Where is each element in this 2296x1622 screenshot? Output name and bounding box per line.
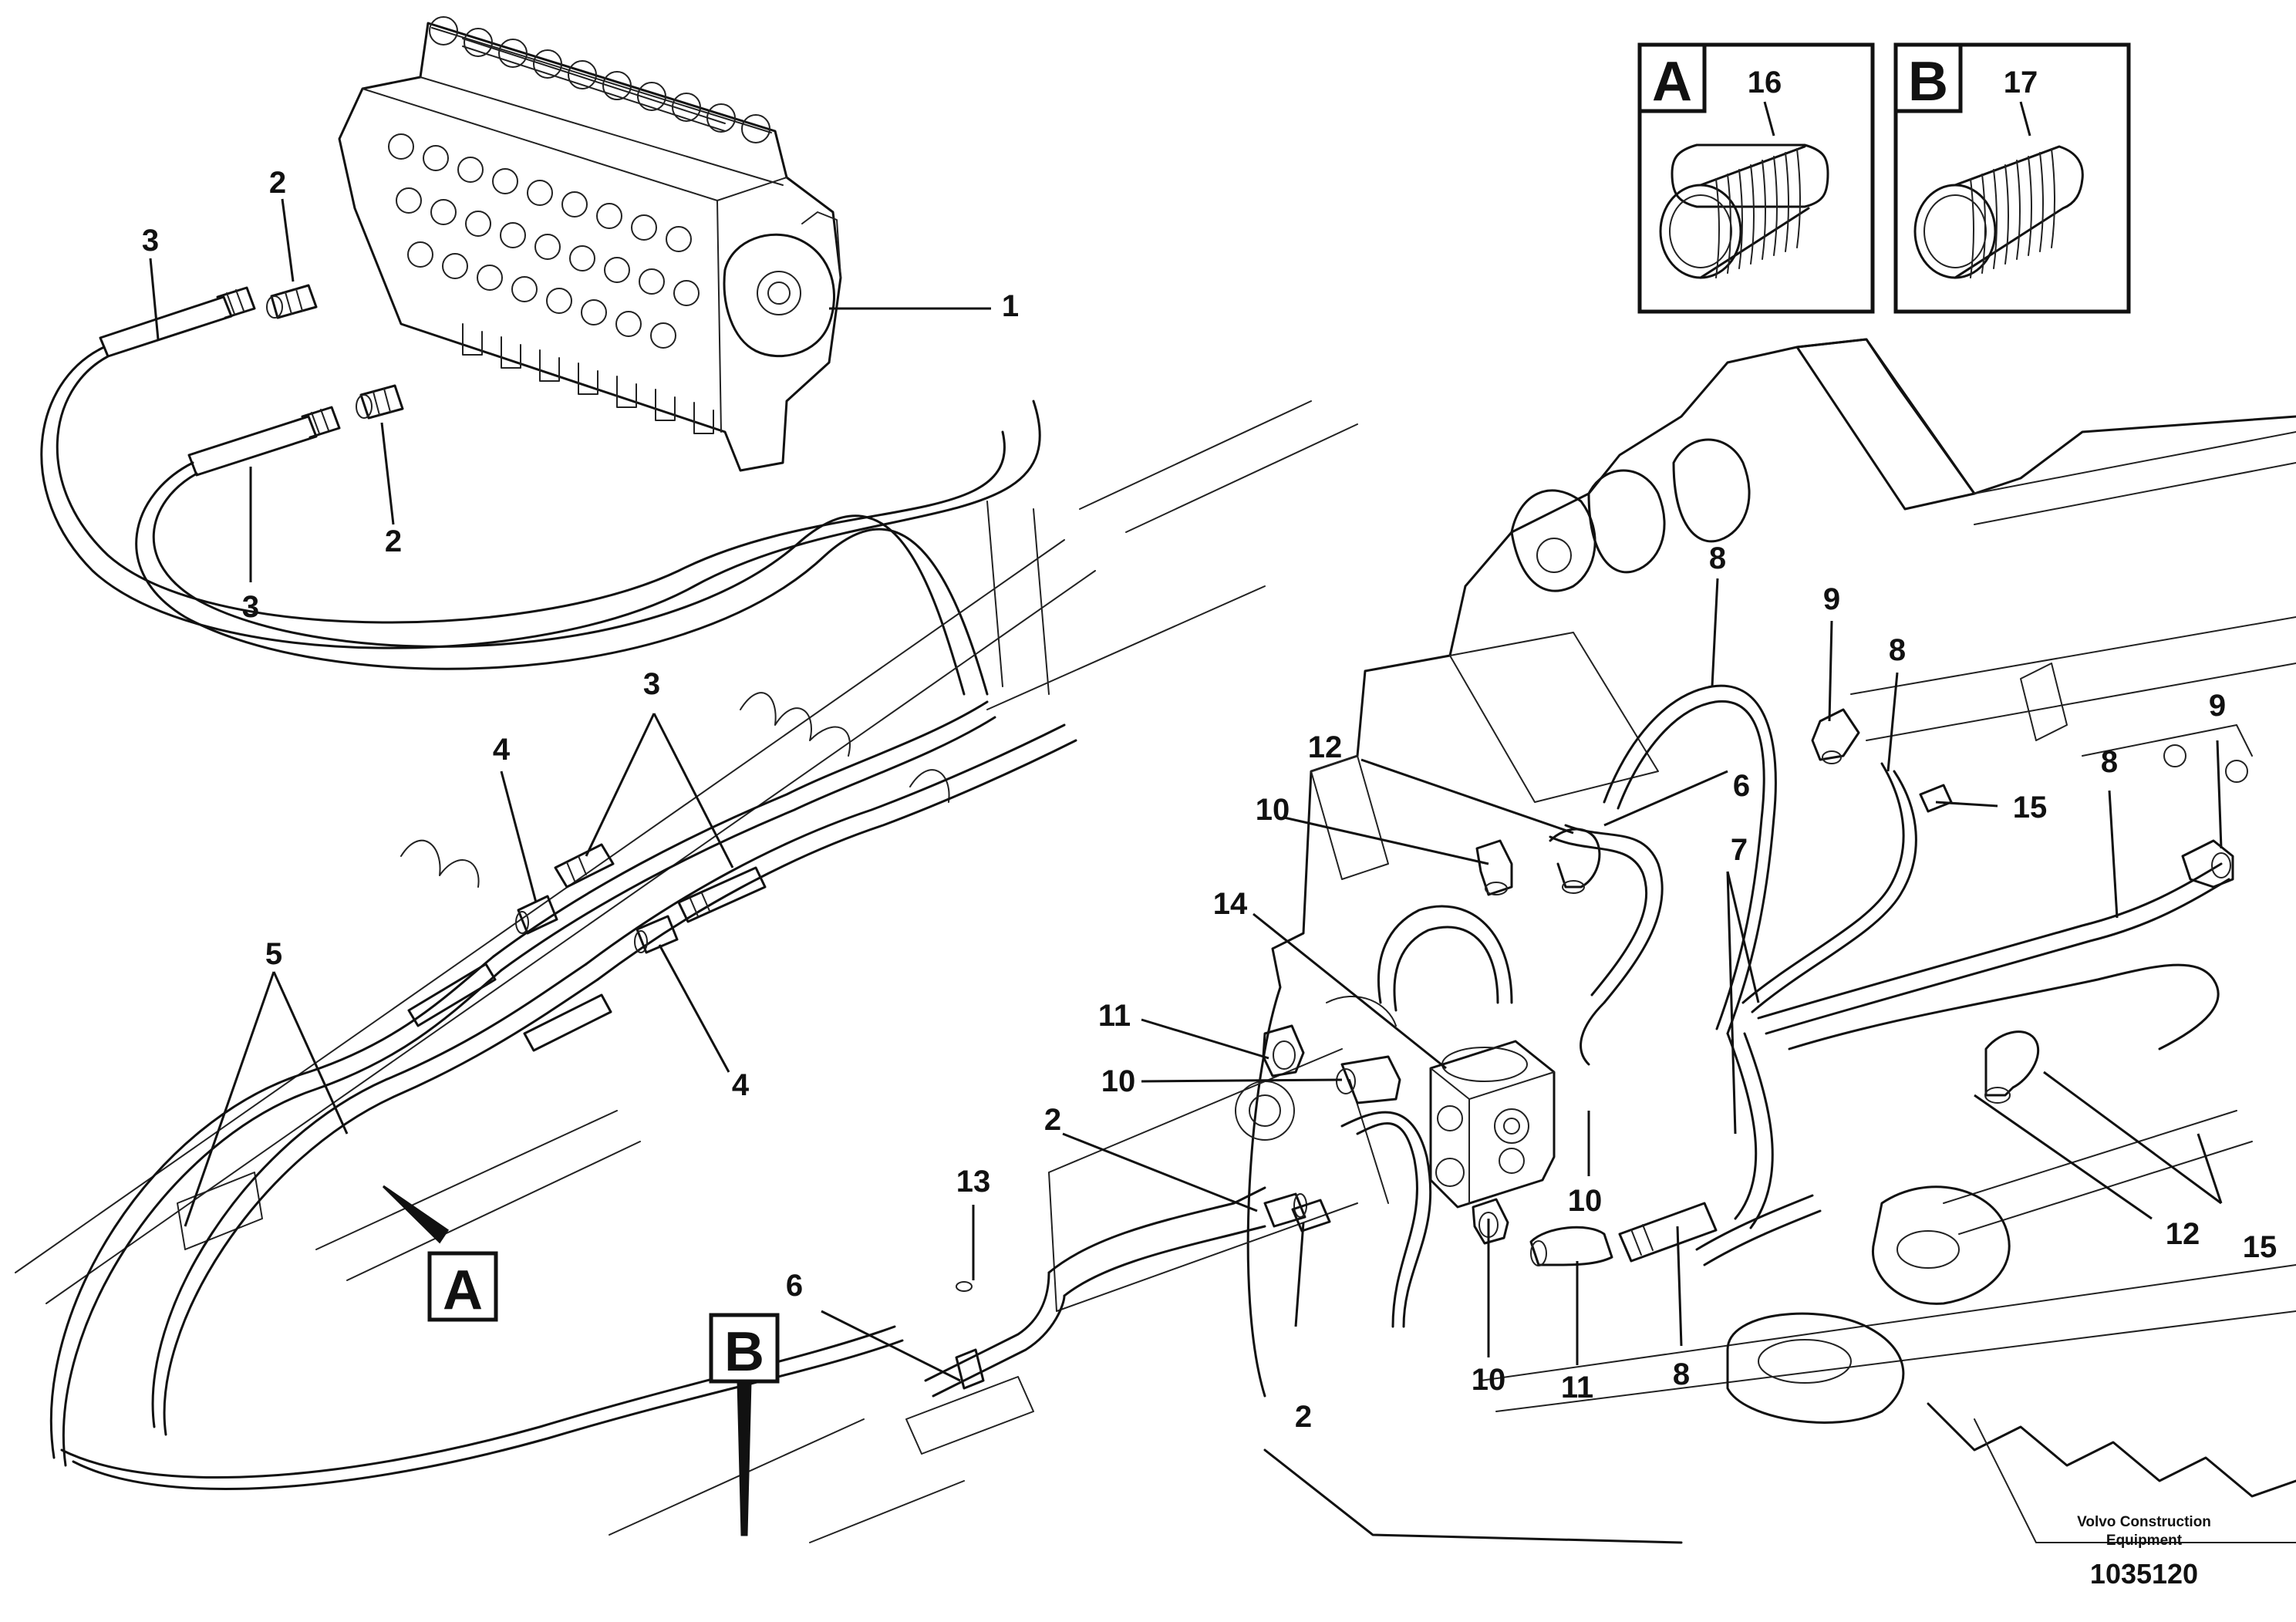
callout-2: 2 bbox=[1295, 1400, 1312, 1434]
fitting-9-right-icon bbox=[2181, 839, 2234, 889]
inset-a: A 16 bbox=[1637, 42, 1875, 314]
leader-lines bbox=[149, 198, 2223, 1382]
callout-1: 1 bbox=[1002, 289, 1019, 323]
inset-a-letter: A bbox=[1652, 51, 1692, 113]
brand-line-2: Equipment bbox=[2106, 1533, 2183, 1549]
pointer-b-letter: B bbox=[724, 1321, 764, 1383]
callout-5: 5 bbox=[265, 937, 282, 971]
callout-4: 4 bbox=[493, 733, 511, 767]
bellows-16-icon bbox=[1659, 143, 1829, 279]
fitting-15-icon bbox=[1919, 784, 1953, 813]
callout-8: 8 bbox=[1889, 633, 1906, 667]
callout-10: 10 bbox=[1256, 793, 1290, 827]
brand-line-1: Volvo Construction bbox=[2077, 1514, 2211, 1530]
callout-2: 2 bbox=[1044, 1103, 1061, 1137]
callout-3: 3 bbox=[142, 224, 159, 258]
adapter-2-right-upper-icon bbox=[1263, 1192, 1307, 1228]
rotary-distributor-block bbox=[1429, 1040, 1556, 1209]
callout-13: 13 bbox=[956, 1165, 991, 1199]
fitting-11-lower-icon bbox=[1529, 1226, 1613, 1266]
callout-2: 2 bbox=[385, 524, 402, 558]
callout-6: 6 bbox=[1733, 769, 1750, 803]
callout-7: 7 bbox=[1731, 833, 1748, 867]
fitting-11-upper-icon bbox=[1262, 1024, 1305, 1077]
document-number: 1035120 bbox=[2089, 1558, 2199, 1590]
hose-3-upper-icon bbox=[99, 286, 256, 358]
callout-9: 9 bbox=[2209, 689, 2226, 723]
inset-b-letter: B bbox=[1908, 51, 1948, 113]
callout-14: 14 bbox=[1213, 887, 1248, 921]
callout-12: 12 bbox=[2166, 1217, 2200, 1251]
hose-5-fittings-icon bbox=[407, 963, 612, 1052]
callout-10: 10 bbox=[1472, 1363, 1506, 1397]
inset-b-part-number: 17 bbox=[2004, 66, 2038, 99]
bellows-17-icon bbox=[1913, 145, 2084, 279]
pointer-a-letter: A bbox=[443, 1259, 483, 1321]
pointer-a: A bbox=[382, 1185, 498, 1322]
adapter-2-right-lower-icon bbox=[1291, 1199, 1331, 1233]
callout-15: 15 bbox=[2013, 791, 2048, 824]
fitting-9-left-icon bbox=[1811, 708, 1860, 764]
hose-3-lower-icon bbox=[187, 406, 341, 477]
callout-3: 3 bbox=[242, 590, 259, 624]
callout-10: 10 bbox=[1568, 1184, 1603, 1218]
adapter-2-upper-icon bbox=[266, 284, 318, 319]
callout-6: 6 bbox=[786, 1269, 803, 1303]
control-valve-block bbox=[338, 16, 842, 472]
callout-4: 4 bbox=[732, 1068, 750, 1102]
callout-9: 9 bbox=[1823, 582, 1840, 616]
fitting-10-lower-icon bbox=[1336, 1055, 1401, 1104]
inset-a-part-number: 16 bbox=[1748, 66, 1782, 99]
callout-11: 11 bbox=[1561, 1371, 1593, 1404]
inset-b: B 17 bbox=[1893, 42, 2131, 314]
hydraulic-lines-right bbox=[924, 684, 2230, 1398]
hose-3-fitting-right-icon bbox=[677, 866, 767, 923]
fitting-10-upper-icon bbox=[1475, 839, 1513, 896]
hose-8-lower-fitting-icon bbox=[1618, 1202, 1718, 1263]
fitting-13-icon bbox=[905, 1281, 1034, 1455]
adapter-4-left-icon bbox=[515, 895, 558, 935]
pointer-b: B bbox=[709, 1313, 780, 1536]
callout-10: 10 bbox=[1101, 1064, 1136, 1098]
hoses-main-run bbox=[49, 700, 1077, 1490]
hose-3-fitting-left-icon bbox=[554, 843, 615, 889]
swing-frame-assembly bbox=[1048, 338, 2296, 1544]
callout-3: 3 bbox=[643, 667, 660, 701]
frame-structure-left bbox=[15, 400, 1358, 1543]
callout-labels: 1 2 2 2 2 3 3 3 4 4 5 6 6 7 8 8 8 8 9 9 … bbox=[142, 166, 2277, 1434]
callout-8: 8 bbox=[2101, 745, 2118, 779]
adapter-2-lower-icon bbox=[356, 384, 404, 420]
hose-loops bbox=[40, 346, 1041, 696]
fitting-12-lower-icon bbox=[1984, 1030, 2040, 1104]
callout-11: 11 bbox=[1098, 999, 1131, 1033]
callout-8: 8 bbox=[1673, 1357, 1690, 1391]
fitting-10-bottom-icon bbox=[1472, 1198, 1509, 1245]
callout-2: 2 bbox=[269, 166, 286, 200]
callout-15: 15 bbox=[2243, 1230, 2277, 1264]
callout-12: 12 bbox=[1308, 730, 1343, 764]
brand-caption: Volvo Construction Equipment bbox=[2036, 1513, 2252, 1550]
callout-8: 8 bbox=[1709, 541, 1726, 575]
adapter-4-right-icon bbox=[634, 915, 679, 954]
